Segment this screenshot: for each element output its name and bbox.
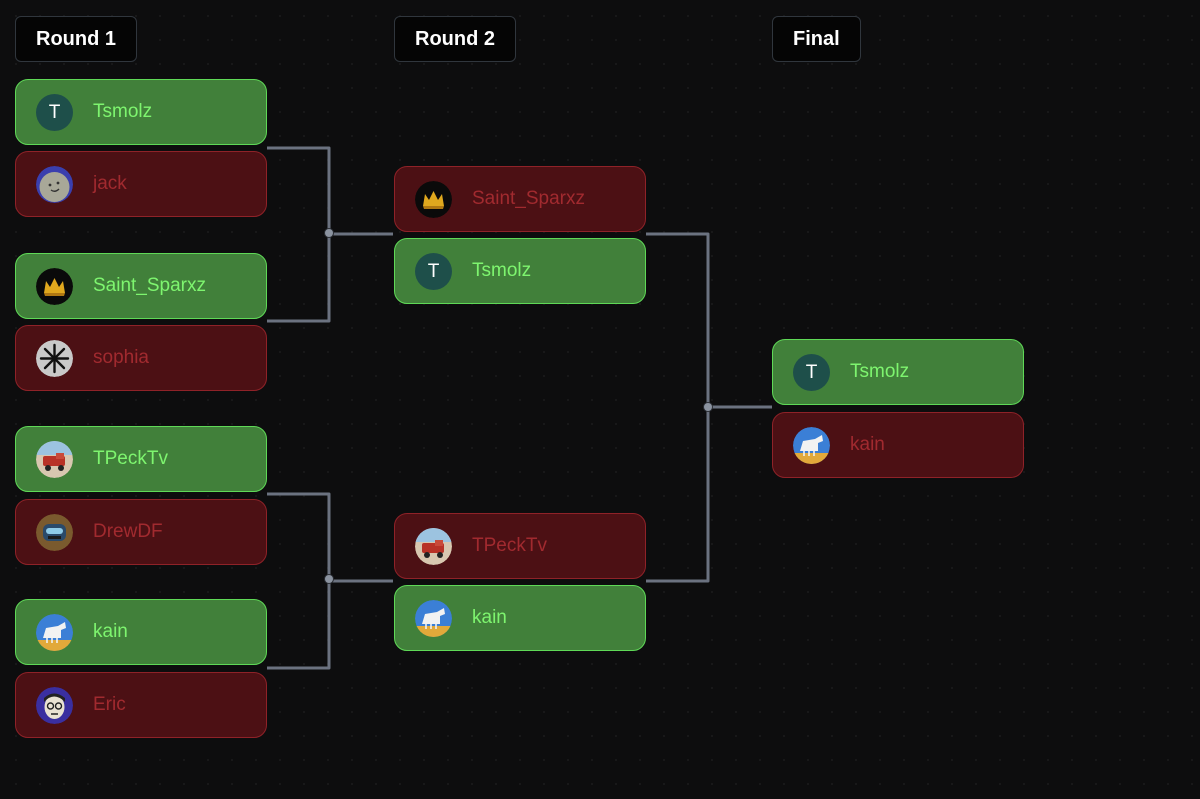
connector-r1-m3-m4 <box>267 492 393 670</box>
player-name: DrewDF <box>93 521 163 542</box>
player-name: Eric <box>93 694 126 715</box>
player-card-tpecktv[interactable]: TPeckTv <box>15 426 267 492</box>
avatar-initial: T <box>48 101 61 123</box>
player-card-tsmolz[interactable]: T Tsmolz <box>15 79 267 145</box>
player-card-tsmolz[interactable]: T Tsmolz <box>772 339 1024 405</box>
player-name: Tsmolz <box>850 361 910 382</box>
round-2-header: Round 2 <box>394 16 516 62</box>
player-name: sophia <box>93 347 149 368</box>
player-card-kain[interactable]: kain <box>15 599 267 665</box>
letter-t-avatar: T <box>793 353 830 391</box>
player-card-kain[interactable]: kain <box>772 412 1024 478</box>
white-horse-avatar <box>793 426 830 464</box>
cartoon-face-avatar <box>36 686 73 724</box>
player-card-tsmolz[interactable]: T Tsmolz <box>394 238 646 304</box>
smiley-face-avatar <box>36 165 73 203</box>
player-card-saint-sparxz[interactable]: Saint_Sparxz <box>394 166 646 232</box>
red-truck-avatar <box>415 527 452 565</box>
connector-node <box>324 574 334 584</box>
player-name: kain <box>472 607 507 628</box>
player-card-kain[interactable]: kain <box>394 585 646 651</box>
robot-mask-avatar <box>36 513 73 551</box>
snowflake-avatar <box>36 339 73 377</box>
crown-avatar <box>415 180 452 218</box>
red-truck-avatar <box>36 440 73 478</box>
player-name: Tsmolz <box>472 260 532 281</box>
player-name: Saint_Sparxz <box>472 188 586 209</box>
crown-avatar <box>36 267 73 305</box>
player-card-drewdf[interactable]: DrewDF <box>15 499 267 565</box>
player-name: kain <box>850 434 885 455</box>
player-card-saint-sparxz[interactable]: Saint_Sparxz <box>15 253 267 319</box>
player-name: TPeckTv <box>93 448 168 469</box>
connector-r2-final <box>646 232 772 583</box>
player-name: kain <box>93 621 128 642</box>
letter-t-avatar: T <box>36 93 73 131</box>
player-name: Saint_Sparxz <box>93 275 207 296</box>
white-horse-avatar <box>36 613 73 651</box>
connector-r1-m1-m2 <box>267 146 393 323</box>
round-1-header: Round 1 <box>15 16 137 62</box>
player-card-sophia[interactable]: sophia <box>15 325 267 391</box>
avatar-initial: T <box>427 260 440 282</box>
player-name: TPeckTv <box>472 535 547 556</box>
connector-node <box>703 402 713 412</box>
player-name: jack <box>93 173 127 194</box>
player-card-tpecktv[interactable]: TPeckTv <box>394 513 646 579</box>
connector-node <box>324 228 334 238</box>
white-horse-avatar <box>415 599 452 637</box>
player-card-eric[interactable]: Eric <box>15 672 267 738</box>
player-name: Tsmolz <box>93 101 153 122</box>
letter-t-avatar: T <box>415 252 452 290</box>
final-header: Final <box>772 16 861 62</box>
player-card-jack[interactable]: jack <box>15 151 267 217</box>
avatar-initial: T <box>805 361 818 383</box>
